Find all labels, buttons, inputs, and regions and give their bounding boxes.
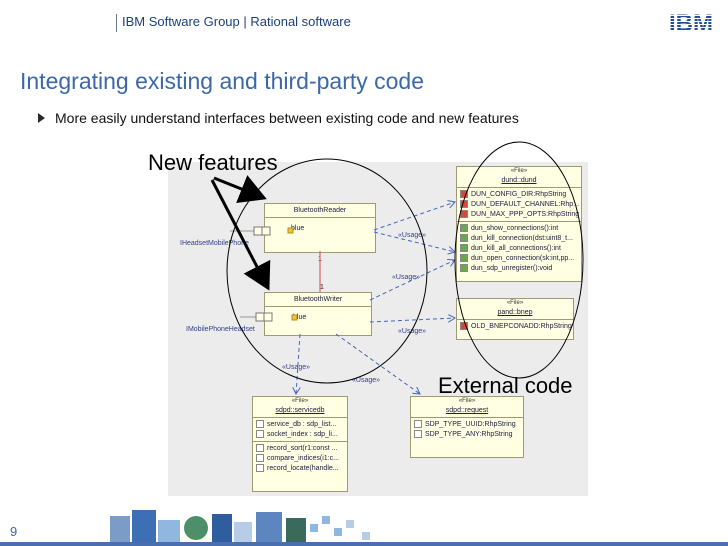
- bullet-item: More easily understand interfaces betwee…: [38, 110, 519, 126]
- compartment-divider: [253, 417, 347, 418]
- file-stereotype: «File»: [458, 398, 476, 404]
- operation-icon: [460, 244, 468, 252]
- file-sdpd-request[interactable]: «File» sdpd::request SDP_TYPE_UUID:RhpSt…: [410, 396, 524, 458]
- port-label: blue: [291, 225, 305, 232]
- usage-label: «Usage»: [392, 274, 421, 281]
- slide-title: Integrating existing and third-party cod…: [20, 68, 425, 94]
- compartment-divider: [457, 187, 581, 188]
- header-group-label: IBM Software Group | Rational software: [122, 14, 351, 29]
- attribute-row: OLD_BNEPCONADD:RhpString: [457, 321, 573, 331]
- attribute-icon: [414, 430, 422, 438]
- file-name: pand::bnep: [497, 309, 533, 316]
- usage-dependency: [335, 333, 420, 394]
- operation-row: dun_kill_connection(dst:uint8_t...: [457, 233, 581, 243]
- compartment-divider: [457, 221, 581, 222]
- operation-icon: [460, 264, 468, 272]
- attribute-icon: [460, 322, 468, 330]
- file-stereotype: «File»: [506, 300, 524, 306]
- port-name-headset: IHeadsetMobilePhone: [180, 240, 249, 247]
- file-name: dund::dund: [501, 177, 537, 184]
- operation-row: record_sort(r1:const ...: [253, 443, 347, 453]
- operation-icon: [460, 254, 468, 262]
- callout-arrow: [210, 179, 271, 291]
- footer-image-strip: [110, 510, 370, 544]
- port-dot-icon: [291, 314, 298, 321]
- file-name: sdpd::request: [445, 407, 489, 414]
- operation-row: dun_sdp_unregister():void: [457, 263, 581, 273]
- usage-dependency: [296, 333, 301, 394]
- file-stereotype: «File»: [291, 398, 309, 404]
- multiplicity-bottom: 1: [320, 284, 324, 291]
- attribute-row: SDP_TYPE_UUID:RhpString: [411, 419, 523, 429]
- operation-row: compare_indices(i1:c...: [253, 453, 347, 463]
- attribute-icon: [256, 430, 264, 438]
- operation-icon: [460, 224, 468, 232]
- usage-label: «Usage»: [352, 377, 381, 384]
- footer-rule: [0, 542, 728, 546]
- class-name: BluetoothReader: [265, 204, 375, 218]
- usage-label: «Usage»: [398, 328, 427, 335]
- compartment-divider: [457, 319, 573, 320]
- page-number: 9: [10, 524, 18, 539]
- slide-header: IBM Software Group | Rational software I…: [0, 0, 728, 44]
- port-square-icon: [261, 226, 271, 236]
- ibm-logo-icon: IBM: [664, 10, 718, 37]
- port-square-icon: [263, 312, 273, 322]
- attribute-row: DUN_CONFIG_DIR:RhpString: [457, 189, 581, 199]
- new-features-ellipse: [226, 158, 428, 384]
- file-sdpd-servicedb[interactable]: «File» sdpd::servicedb service_db : sdp_…: [252, 396, 348, 492]
- usage-dependency: [369, 318, 455, 323]
- port-name-mobile: IMobilePhoneHeadset: [186, 326, 255, 333]
- operation-icon: [256, 454, 264, 462]
- usage-dependency: [369, 260, 455, 301]
- file-stereotype: «File»: [510, 168, 528, 174]
- operation-row: record_locate(handle...: [253, 463, 347, 473]
- port-square-icon: [253, 226, 263, 236]
- operation-icon: [460, 234, 468, 242]
- usage-label: «Usage»: [398, 232, 427, 239]
- external-code-ellipse: [454, 141, 584, 379]
- class-bluetooth-writer[interactable]: BluetoothWriter blue: [264, 292, 372, 336]
- attribute-row: DUN_MAX_PPP_OPTS:RhpString: [457, 209, 581, 219]
- attribute-icon: [460, 210, 468, 218]
- attribute-row: socket_index : sdp_li...: [253, 429, 347, 439]
- attribute-icon: [460, 190, 468, 198]
- file-pand[interactable]: «File» pand::bnep OLD_BNEPCONADD:RhpStri…: [456, 298, 574, 340]
- file-dund[interactable]: «File» dund::dund DUN_CONFIG_DIR:RhpStri…: [456, 166, 582, 282]
- callout-arrow: [213, 175, 267, 204]
- header-divider: [116, 14, 117, 32]
- port-label: blue: [293, 314, 307, 321]
- class-name: BluetoothWriter: [265, 293, 371, 307]
- port-dot-icon: [287, 227, 294, 234]
- operation-icon: [256, 464, 264, 472]
- usage-label: «Usage»: [282, 364, 311, 371]
- usage-dependency: [373, 231, 455, 252]
- file-name: sdpd::servicedb: [275, 407, 325, 414]
- port-square-icon: [255, 312, 265, 322]
- callout-new-features: New features: [148, 150, 278, 175]
- callout-external-code: External code: [438, 373, 573, 398]
- operation-row: dun_kill_all_connections():int: [457, 243, 581, 253]
- operation-row: dun_show_connections():int: [457, 223, 581, 233]
- bullet-text: More easily understand interfaces betwee…: [55, 110, 519, 126]
- attribute-icon: [256, 420, 264, 428]
- operation-row: dun_open_connection(sk:int,pp...: [457, 253, 581, 263]
- attribute-icon: [414, 420, 422, 428]
- operation-icon: [256, 444, 264, 452]
- ibm-logo-text: IBM: [669, 10, 713, 34]
- attribute-row: service_db : sdp_list...: [253, 419, 347, 429]
- compartment-divider: [411, 417, 523, 418]
- attribute-row: SDP_TYPE_ANY:RhpString: [411, 429, 523, 439]
- compartment-divider: [253, 441, 347, 442]
- bullet-arrow-icon: [38, 113, 45, 123]
